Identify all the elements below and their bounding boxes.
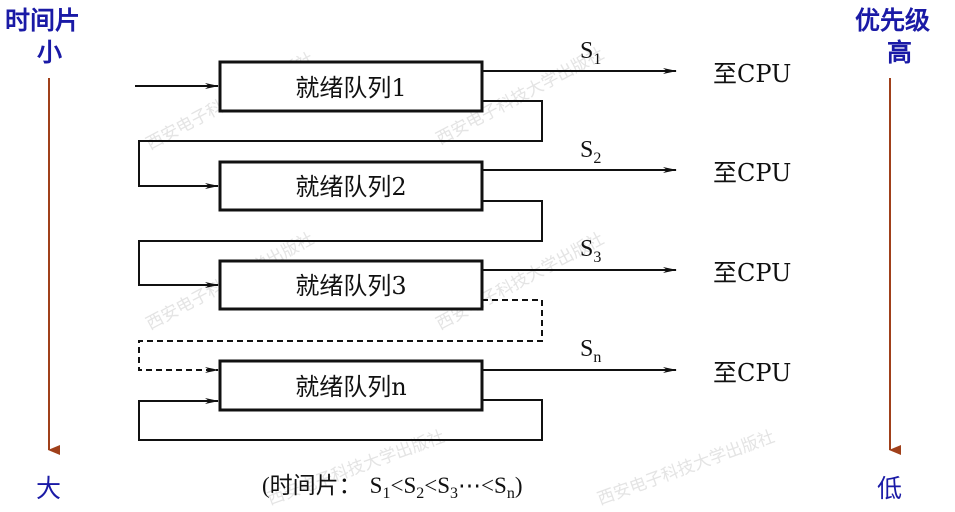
time-slice-small-label: 小	[37, 38, 62, 67]
slice-label: S1	[580, 38, 601, 68]
watermark-text: 西安电子科技大学出版社	[595, 427, 778, 510]
to-cpu-label: 至CPU	[713, 259, 791, 287]
queue-box	[218, 60, 484, 113]
queue-label: 就绪队列2	[295, 173, 406, 201]
connector-1-to-2	[138, 100, 543, 189]
to-cpu-label: 至CPU	[713, 60, 791, 88]
loop-n-back	[138, 398, 543, 441]
connector-3-to-n-dashed	[138, 299, 543, 373]
queue-box	[218, 160, 484, 212]
slice-label: Sn	[580, 336, 601, 366]
left-axis: 时间片 小 大	[5, 6, 80, 503]
queue-label: 就绪队列1	[295, 74, 406, 102]
priority-low-label: 低	[877, 474, 902, 503]
caption: (时间片：S1<S2<S3⋯<Sn)	[262, 473, 522, 502]
connector-2-to-3	[138, 200, 543, 288]
priority-label: 优先级	[855, 6, 930, 35]
priority-high-label: 高	[887, 38, 912, 67]
queue-box	[218, 259, 484, 311]
queue-label: 就绪队列3	[295, 272, 406, 300]
slice-label: S2	[580, 137, 601, 167]
queue-3: 就绪队列3 S3 至CPU	[218, 236, 791, 311]
queue-label: 就绪队列n	[295, 373, 406, 401]
time-slice-label: 时间片	[5, 6, 80, 35]
right-axis: 优先级 高 低	[855, 6, 930, 503]
slice-label: S3	[580, 236, 601, 266]
time-slice-large-label: 大	[36, 474, 61, 503]
queue-1: 就绪队列1 S1 至CPU	[218, 38, 791, 113]
queue-box	[218, 359, 484, 412]
to-cpu-label: 至CPU	[713, 159, 791, 187]
queue-n: 就绪队列n Sn 至CPU	[218, 336, 791, 412]
queue-2: 就绪队列2 S2 至CPU	[218, 137, 791, 212]
to-cpu-label: 至CPU	[713, 359, 791, 387]
